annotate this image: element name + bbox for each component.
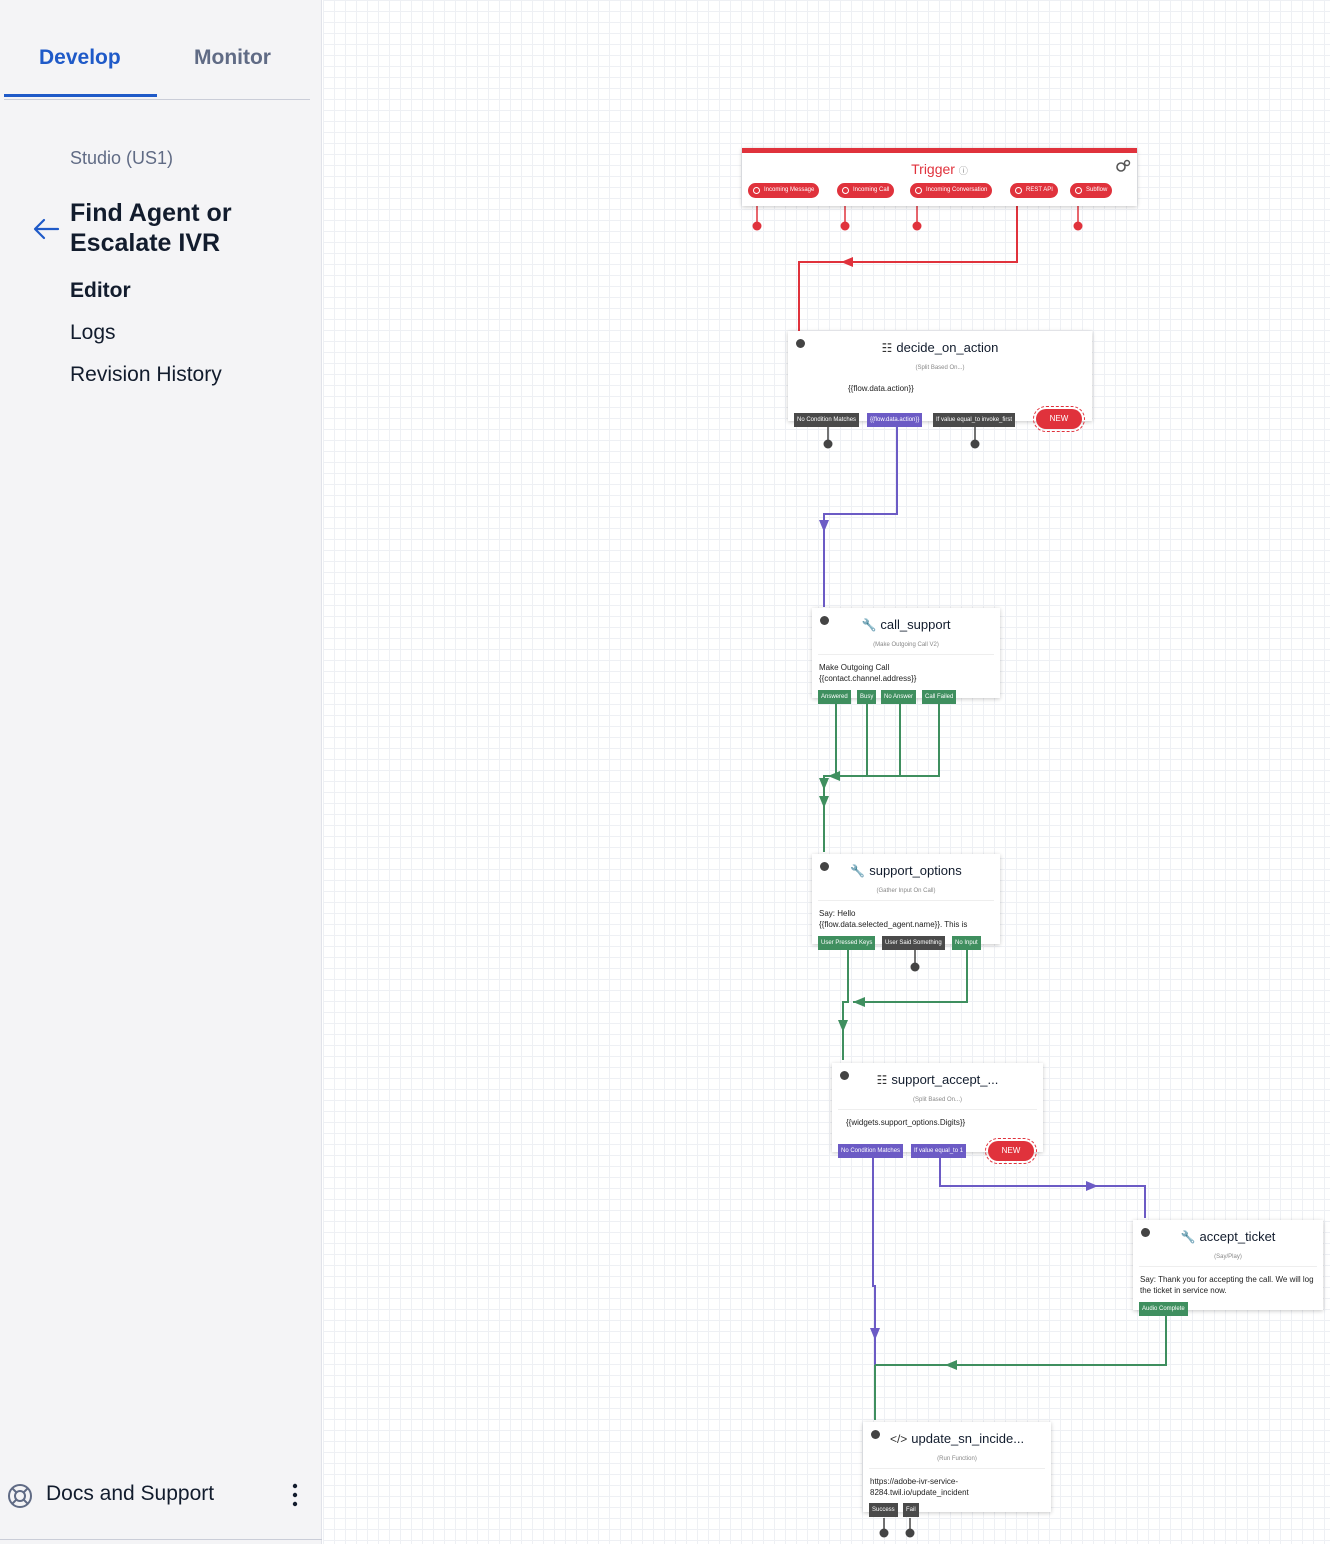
sidebar: Develop Monitor Studio (US1) Find Agent … xyxy=(0,0,322,1544)
sidebar-footer: Docs and Support xyxy=(0,1468,322,1524)
wrench-icon: 🔧 xyxy=(1180,1230,1196,1244)
gear-icon[interactable] xyxy=(1115,159,1131,173)
widget-divider xyxy=(1139,1266,1317,1267)
connection-wires xyxy=(752,200,1167,1538)
widget-type: (Say/Play) xyxy=(1214,1254,1242,1260)
trigger-widget[interactable]: Trigger ⓘ Incoming Message Incoming Call… xyxy=(742,148,1137,206)
widget-body: Say: Hello {{flow.data.selected_agent.na… xyxy=(819,909,968,929)
transition-invoke-first[interactable]: If value equal_to invoke_first xyxy=(933,413,1016,427)
widget-support-accept[interactable]: ☷support_accept_... (Split Based On...) … xyxy=(832,1063,1043,1164)
tab-develop[interactable]: Develop xyxy=(39,46,121,69)
split-icon: ☷ xyxy=(876,1073,888,1087)
wire-arrow xyxy=(841,257,853,267)
widget-handle[interactable] xyxy=(1141,1228,1150,1237)
trigger-rest-api[interactable]: REST API xyxy=(1010,183,1058,198)
trigger-incoming-call[interactable]: Incoming Call xyxy=(837,183,895,198)
widget-title: </>update_sn_incide... xyxy=(889,1431,1025,1446)
widget-body: https://adobe-ivr-service-8284.twil.io/u… xyxy=(870,1477,969,1497)
widget-handle[interactable] xyxy=(796,339,805,348)
trigger-title: Trigger ⓘ xyxy=(911,161,968,177)
more-options-icon[interactable] xyxy=(288,1482,302,1510)
transition-user-pressed-keys[interactable]: User Pressed Keys xyxy=(818,936,876,950)
tab-monitor[interactable]: Monitor xyxy=(194,46,271,69)
widget-type: (Gather Input On Call) xyxy=(876,888,936,894)
top-tabs: Develop Monitor xyxy=(4,30,310,100)
transition-audio-complete[interactable]: Audio Complete xyxy=(1139,1302,1188,1316)
widget-handle[interactable] xyxy=(871,1430,880,1439)
transition-action[interactable]: {{flow.data.action}} xyxy=(867,413,923,427)
new-transition-button[interactable]: NEW xyxy=(1033,406,1085,432)
trigger-incoming-message[interactable]: Incoming Message xyxy=(748,183,820,198)
nav-revision-history[interactable]: Revision History xyxy=(70,363,222,386)
transition-no-condition[interactable]: No Condition Matches xyxy=(794,413,860,427)
transition-equal-to-1[interactable]: If value equal_to 1 xyxy=(911,1144,967,1158)
new-transition-button[interactable]: NEW xyxy=(985,1138,1037,1164)
widget-handle[interactable] xyxy=(820,862,829,871)
wire-rest-api xyxy=(798,200,1018,331)
nav-editor[interactable]: Editor xyxy=(70,279,131,302)
widget-title: 🔧call_support xyxy=(861,617,951,632)
wire-action xyxy=(823,427,898,607)
widget-body: {{widgets.support_options.Digits}} xyxy=(846,1118,966,1127)
transition-user-said-something[interactable]: User Said Something xyxy=(882,936,945,950)
flow-canvas[interactable]: Trigger ⓘ Incoming Message Incoming Call… xyxy=(323,0,1330,1544)
transition-busy[interactable]: Busy xyxy=(857,690,877,704)
code-icon: </> xyxy=(889,1432,908,1446)
trigger-subflow[interactable]: Subflow xyxy=(1070,183,1113,198)
widget-divider xyxy=(818,900,994,901)
widget-support-options[interactable]: 🔧support_options (Gather Input On Call) … xyxy=(812,854,1000,950)
widget-accept-ticket[interactable]: 🔧accept_ticket (Say/Play) Say: Thank you… xyxy=(1133,1220,1323,1316)
widget-body: Say: Thank you for accepting the call. W… xyxy=(1140,1275,1314,1295)
wrench-icon: 🔧 xyxy=(850,864,866,878)
nav-logs[interactable]: Logs xyxy=(70,321,116,344)
widget-body: Make Outgoing Call {{contact.channel.add… xyxy=(819,663,917,683)
transition-fail[interactable]: Fail xyxy=(903,1503,919,1517)
lifebuoy-icon xyxy=(8,1484,32,1508)
sidebar-bottom-divider xyxy=(0,1539,322,1540)
widget-update-sn-incident[interactable]: </>update_sn_incide... (Run Function) ht… xyxy=(863,1422,1051,1517)
transition-no-condition[interactable]: No Condition Matches xyxy=(838,1144,904,1158)
widget-title: 🔧accept_ticket xyxy=(1180,1229,1276,1244)
widget-type: (Split Based On...) xyxy=(912,1097,963,1103)
trigger-incoming-conversation[interactable]: Incoming Conversation xyxy=(910,183,993,198)
widget-handle[interactable] xyxy=(820,616,829,625)
widget-type: (Make Outgoing Call V2) xyxy=(873,642,939,648)
widget-type: (Split Based On...) xyxy=(915,365,965,371)
widget-title: ☷decide_on_action xyxy=(881,340,999,355)
widget-call-support[interactable]: 🔧call_support (Make Outgoing Call V2) Ma… xyxy=(812,608,1000,704)
active-tab-indicator xyxy=(4,94,157,97)
widget-title: 🔧support_options xyxy=(850,863,962,878)
widget-type: (Run Function) xyxy=(937,1456,977,1462)
environment-label: Studio (US1) xyxy=(70,148,174,168)
widget-title: ☷support_accept_... xyxy=(876,1072,999,1087)
widget-divider xyxy=(818,654,994,655)
transition-no-input[interactable]: No Input xyxy=(952,936,981,950)
wrench-icon: 🔧 xyxy=(861,618,877,632)
transition-success[interactable]: Success xyxy=(869,1503,898,1517)
widget-body: {{flow.data.action}} xyxy=(848,384,914,393)
transition-call-failed[interactable]: Call Failed xyxy=(922,690,957,704)
back-arrow-icon[interactable] xyxy=(32,216,60,242)
split-icon: ☷ xyxy=(881,341,893,355)
transition-answered[interactable]: Answered xyxy=(818,690,851,704)
widget-divider xyxy=(838,1109,1037,1110)
widget-handle[interactable] xyxy=(840,1071,849,1080)
flow-title: Find Agent or Escalate IVR xyxy=(70,199,232,257)
widget-decide-on-action[interactable]: ☷decide_on_action (Split Based On...) {{… xyxy=(788,331,1092,432)
transition-no-answer[interactable]: No Answer xyxy=(881,690,917,704)
widget-divider xyxy=(869,1468,1045,1469)
docs-and-support-link[interactable]: Docs and Support xyxy=(46,1482,215,1505)
